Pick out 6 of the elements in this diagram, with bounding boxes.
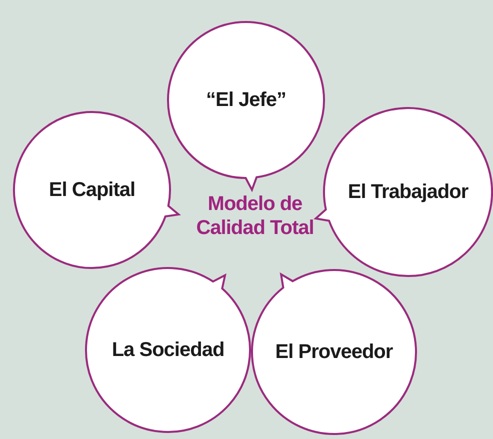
circle-label: El Trabajador: [348, 180, 468, 204]
circle-label: “El Jefe”: [206, 88, 286, 112]
circle-label: La Sociedad: [112, 338, 224, 362]
center-title: Modelo de Calidad Total: [195, 192, 315, 240]
circle-label: El Capital: [48, 178, 136, 202]
circle-label: El Proveedor: [275, 340, 393, 364]
